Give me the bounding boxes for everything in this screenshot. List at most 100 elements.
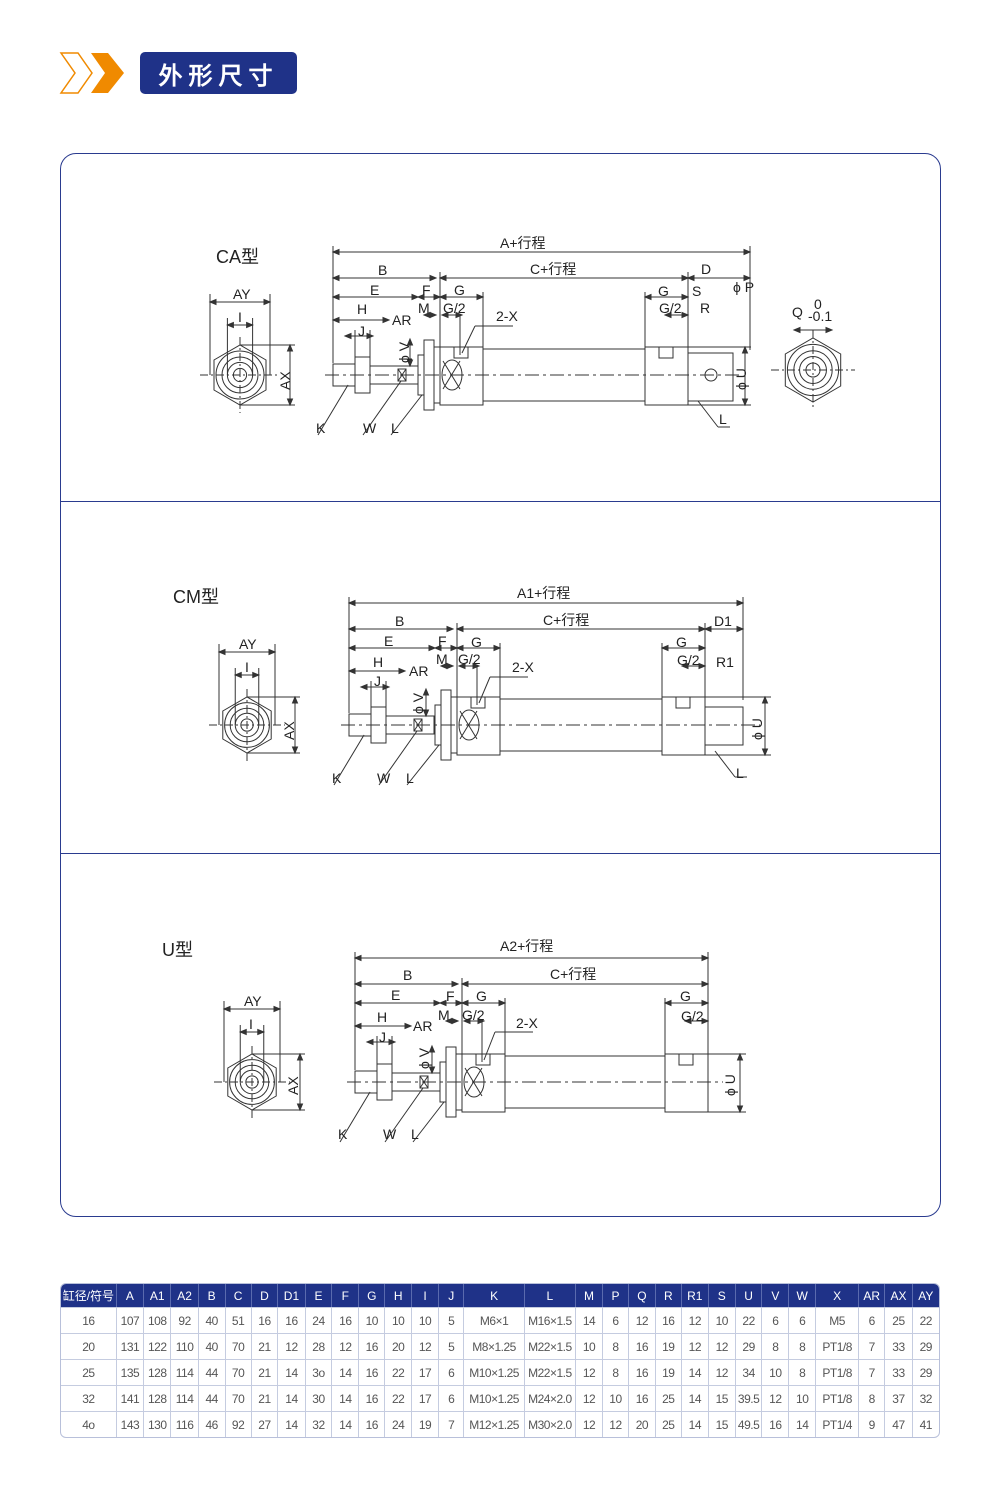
table-cell: 6 — [762, 1307, 790, 1333]
label-r: R — [700, 300, 710, 316]
table-cell: M22×1.5 — [524, 1359, 577, 1385]
arrow-head — [701, 1017, 710, 1025]
table-cell: 14 — [278, 1385, 306, 1411]
table-cell: 20 — [628, 1411, 656, 1437]
table-cell: 16 — [628, 1385, 656, 1411]
arrow-head — [686, 274, 695, 282]
table-cell: 8 — [762, 1333, 790, 1359]
u-diagram-labels: U型 A2+行程 B C+行程 E F G H M G/2 AR J 2-X G… — [162, 938, 738, 1142]
table-cell: M5 — [816, 1307, 860, 1333]
arrow-head — [460, 980, 469, 988]
table-cell: 14 — [332, 1411, 360, 1437]
table-cell: 15 — [708, 1385, 736, 1411]
table-cell: M10×1.25 — [464, 1359, 525, 1385]
port-x — [678, 1053, 694, 1066]
table-cell: PT1/8 — [816, 1385, 860, 1411]
label-h: H — [377, 1009, 387, 1025]
table-cell: 22 — [735, 1307, 763, 1333]
table-cell: PT1/8 — [816, 1359, 860, 1385]
label-g2-rear: G/2 — [659, 300, 682, 316]
label-e: E — [370, 282, 379, 298]
arrow-head — [736, 1105, 744, 1114]
table-cell: 19 — [655, 1359, 682, 1385]
arrow-head — [701, 954, 710, 962]
arrow-head — [343, 332, 352, 340]
section-title: 外形尺寸 — [140, 52, 297, 94]
arrow-head — [472, 662, 481, 670]
arrow-head — [296, 1103, 304, 1112]
table-cell: PT1/4 — [816, 1411, 860, 1437]
arrow-head — [736, 1052, 744, 1061]
table-cell: 16 — [251, 1307, 279, 1333]
column-header: K — [464, 1284, 525, 1307]
arrow-head — [455, 625, 464, 633]
label-c: C+行程 — [530, 261, 576, 277]
label-p: ϕ P — [733, 279, 754, 295]
leader-line — [317, 384, 349, 436]
arrow-head — [457, 662, 466, 670]
table-cell: 29 — [912, 1359, 939, 1385]
arrow-head — [286, 343, 294, 352]
table-cell: 46 — [198, 1411, 226, 1437]
leader-line — [478, 676, 491, 704]
column-header: H — [385, 1284, 413, 1307]
arrow-head — [331, 274, 340, 282]
column-header: A — [116, 1284, 145, 1307]
table-cell: 21 — [251, 1333, 279, 1359]
arrow-head — [208, 298, 217, 306]
arrow-head — [663, 311, 672, 319]
leader-line — [461, 325, 476, 354]
table-cell: 16 — [628, 1333, 656, 1359]
column-header: M — [576, 1284, 603, 1307]
label-2x: 2-X — [512, 659, 534, 675]
column-header: AR — [859, 1284, 886, 1307]
arrow-head — [428, 1066, 436, 1075]
label-m: M — [418, 300, 430, 316]
table-cell: 114 — [171, 1385, 199, 1411]
arrow-head — [703, 625, 712, 633]
table-cell: M10×1.25 — [464, 1385, 525, 1411]
table-cell: 17 — [412, 1359, 439, 1385]
label-2x: 2-X — [516, 1015, 538, 1031]
label-l-rear: L — [719, 411, 727, 427]
column-header: E — [305, 1284, 333, 1307]
arrow-head — [455, 311, 464, 319]
table-cell: 3o — [305, 1359, 333, 1385]
table-cell: 29 — [912, 1333, 939, 1359]
arrow-head — [347, 644, 356, 652]
arrow-head — [359, 683, 368, 691]
cm-diagram-labels: CM型 A1+行程 B C+行程 D1 E F G H M G/2 AR J 2… — [173, 585, 765, 786]
table-cell: 12 — [576, 1411, 603, 1437]
arrow-head — [286, 398, 294, 407]
arrow-head — [263, 298, 272, 306]
arrow-head — [680, 662, 689, 670]
table-cell: 107 — [116, 1307, 145, 1333]
arrow-head — [406, 337, 414, 346]
column-header: V — [762, 1284, 790, 1307]
label-d: D — [701, 261, 711, 277]
label-f: F — [446, 988, 455, 1004]
arrow-head — [428, 1044, 436, 1053]
column-header: W — [789, 1284, 817, 1307]
arrow-head — [331, 316, 340, 324]
arrow-head — [268, 648, 277, 656]
label-b: B — [378, 262, 387, 278]
column-header: P — [602, 1284, 629, 1307]
table-cell: 24 — [305, 1307, 333, 1333]
label-u: ϕ U — [749, 718, 765, 740]
label-g2: G/2 — [443, 300, 466, 316]
table-cell: M16×1.5 — [524, 1307, 577, 1333]
cm-title: CM型 — [173, 587, 219, 607]
table-cell: 6 — [438, 1359, 465, 1385]
table-cell: 25 — [655, 1411, 682, 1437]
table-cell: 5 — [438, 1333, 465, 1359]
label-v: ϕ V — [416, 1047, 432, 1069]
table-cell: 33 — [885, 1359, 913, 1385]
label-g2: G/2 — [462, 1007, 485, 1023]
table-cell: 22 — [912, 1307, 939, 1333]
arrow-head — [428, 644, 437, 652]
label-k: K — [338, 1126, 348, 1142]
column-header: D1 — [278, 1284, 306, 1307]
table-cell: 7 — [438, 1411, 465, 1437]
